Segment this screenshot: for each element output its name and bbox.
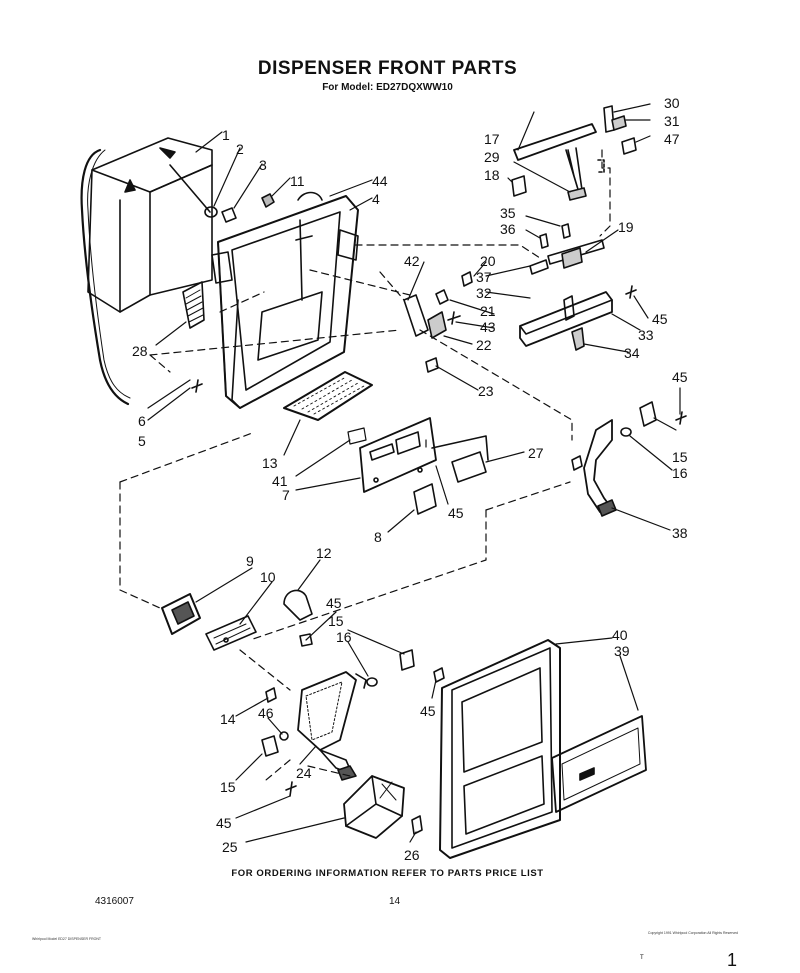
callout-42: 42: [404, 253, 420, 269]
part-12-clip: [283, 589, 313, 621]
callout-3: 3: [259, 157, 267, 173]
assembly-lines: [119, 149, 611, 781]
callout-37: 37: [476, 269, 492, 285]
callout-15-center: 15: [328, 613, 344, 629]
callout-43: 43: [480, 319, 496, 335]
callout-6: 6: [138, 413, 146, 429]
callout-12: 12: [316, 545, 332, 561]
part-40-door-panel: [439, 639, 561, 859]
corner-mark: 1: [727, 950, 738, 970]
part-41-spacer: [347, 427, 367, 445]
callout-40: 40: [612, 627, 628, 643]
callout-41: 41: [272, 473, 288, 489]
part-33-channel-bracket: [519, 285, 637, 351]
callout-20: 20: [480, 253, 496, 269]
callout-39: 39: [614, 643, 630, 659]
part-8-cover: [413, 483, 437, 515]
callout-36: 36: [500, 221, 516, 237]
part-28-filter-strip: [182, 281, 205, 329]
callout-28: 28: [132, 343, 148, 359]
upper-right-bracket-group: [511, 105, 637, 201]
ordering-note: FOR ORDERING INFORMATION REFER TO PARTS …: [231, 868, 544, 879]
part-38-dispenser-lever: [571, 419, 617, 517]
callout-1: 1: [222, 127, 230, 143]
callout-29: 29: [484, 149, 500, 165]
part-11-nut: [261, 193, 275, 208]
callout-25: 25: [222, 839, 238, 855]
callout-11: 11: [290, 173, 305, 189]
callout-18: 18: [484, 167, 500, 183]
document-number: 4316007: [95, 896, 134, 907]
valve-mount-plate: [529, 223, 605, 275]
part-15-hinge-lower: [399, 649, 415, 671]
part-4-dispenser-frame: [211, 191, 359, 409]
part-5-screw: [191, 379, 203, 393]
actuator-group: [403, 271, 473, 373]
callout-31: 31: [664, 113, 680, 129]
part-24-lever-arm: [297, 671, 357, 781]
part-27-bracket: [451, 451, 487, 483]
part-9-lamp-housing: [161, 593, 201, 635]
part-2-grommet: [204, 206, 218, 218]
page-number: 14: [389, 896, 401, 907]
callout-30: 30: [664, 95, 680, 111]
callout-27: 27: [528, 445, 544, 461]
callout-24: 24: [296, 765, 312, 781]
callout-38: 38: [672, 525, 688, 541]
callout-2: 2: [236, 141, 244, 157]
callout-45-lower: 45: [420, 703, 436, 719]
callout-35: 35: [500, 205, 516, 221]
callout-47: 47: [664, 131, 680, 147]
callout-46: 46: [258, 705, 274, 721]
part-7-control-board: [359, 417, 437, 493]
part-3-bushing: [221, 207, 237, 223]
part-1-ice-chute-housing: [87, 137, 213, 313]
callout-14: 14: [220, 711, 236, 727]
part-25-bracket: [343, 775, 405, 839]
callout-45-upper-right: 45: [652, 311, 668, 327]
callout-26: 26: [404, 847, 420, 863]
callout-16-center: 16: [336, 629, 352, 645]
small-print-bottom: T: [640, 955, 644, 961]
callout-labels: 1 2 3 11 44 4 28 6 5 13 41 7 8 45 27 30 …: [132, 95, 688, 863]
callout-19: 19: [618, 219, 634, 235]
small-print-left: Whirlpool Model ED27 DISPENSER FRONT: [32, 937, 102, 941]
callout-45-center: 45: [326, 595, 342, 611]
callout-22: 22: [476, 337, 492, 353]
part-39-trim-panel: [551, 715, 647, 813]
part-13-drip-grille: [283, 371, 373, 421]
callout-16-right: 16: [672, 465, 688, 481]
callout-10: 10: [260, 569, 276, 585]
callout-23: 23: [478, 383, 494, 399]
model-subtitle: For Model: ED27DQXWW10: [322, 82, 453, 93]
callout-8: 8: [374, 529, 382, 545]
callout-21: 21: [480, 303, 496, 319]
callout-15-right: 15: [672, 449, 688, 465]
callout-9: 9: [246, 553, 254, 569]
part-16-washer-right: [620, 427, 632, 437]
page-title: DISPENSER FRONT PARTS: [257, 58, 518, 79]
small-print-right: Copyright 1991 Whirlpool Corporation All…: [647, 931, 738, 935]
part-10-switch-bracket: [205, 615, 257, 651]
callout-44: 44: [372, 173, 388, 189]
callout-33: 33: [638, 327, 654, 343]
part-6-tube: [80, 148, 130, 406]
callout-34: 34: [624, 345, 640, 361]
part-15-hinge-right: [639, 401, 657, 427]
part-16-washer-lower: [366, 677, 378, 687]
callout-32: 32: [476, 285, 492, 301]
callout-45-right: 45: [672, 369, 688, 385]
callout-5: 5: [138, 433, 146, 449]
callout-13: 13: [262, 455, 278, 471]
callout-7: 7: [282, 487, 290, 503]
callout-4: 4: [372, 191, 380, 207]
callout-17: 17: [484, 131, 500, 147]
callout-45-middle: 45: [448, 505, 464, 521]
callout-15-lower: 15: [220, 779, 236, 795]
leader-lines: [147, 103, 681, 843]
callout-45-bottom: 45: [216, 815, 232, 831]
